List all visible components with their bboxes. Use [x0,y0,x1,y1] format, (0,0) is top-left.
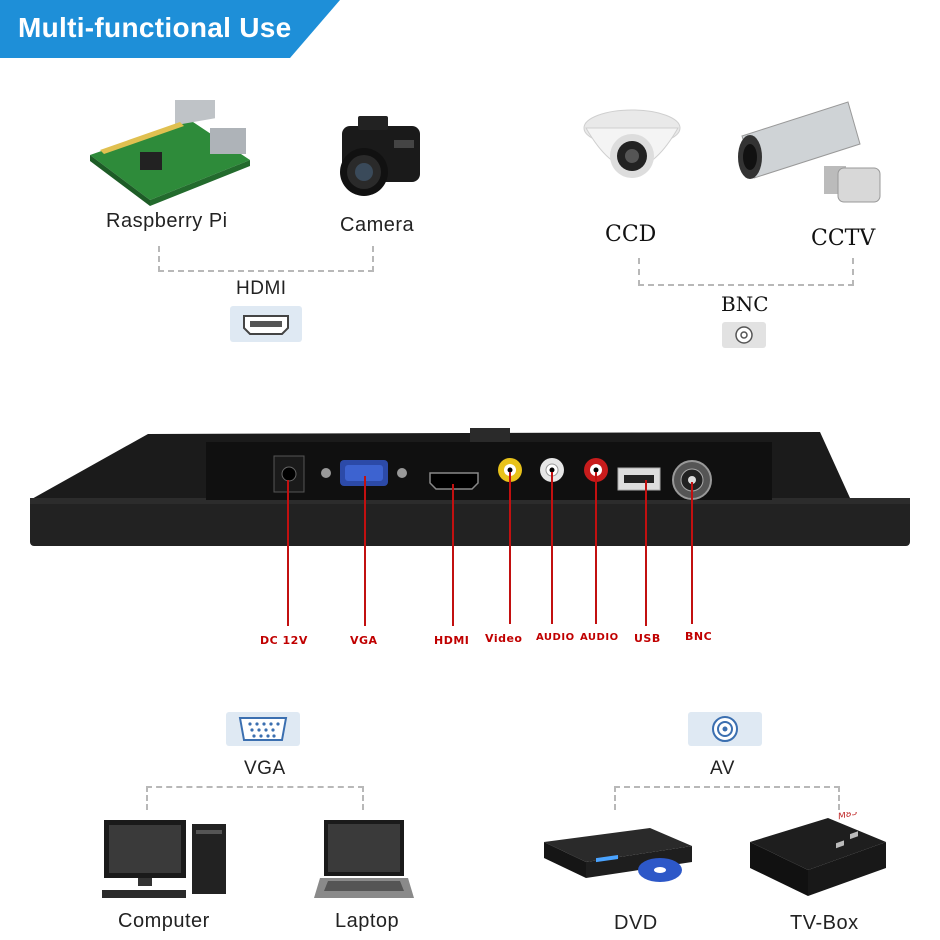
port-label-bnc: BNC [721,292,769,316]
port-caption-usb: USB [634,632,661,645]
av-port-icon [712,716,738,742]
tv-box-icon: M8S [750,812,886,896]
laptop-icon [314,820,414,898]
leader-line-usb [645,480,647,626]
leader-line-hdmi [452,484,454,626]
dome-camera-icon [583,109,681,178]
vga-port-icon [238,717,288,741]
port-caption-video: Video [485,632,523,645]
leader-line-video [509,472,511,624]
banner-title: Multi-functional Use [18,12,292,43]
white-rca-icon [540,458,564,482]
port-caption-audio-1: AUDIO [536,632,575,643]
dvd-player-icon [544,828,692,882]
usb-port-icon [617,467,661,491]
port-caption-vga: VGA [350,634,378,647]
connector-bracket-bnc [638,258,854,286]
yellow-rca-icon [498,458,522,482]
tv-box-logo: M8S [838,812,857,823]
connector-bracket-hdmi [158,246,374,272]
device-label-dvd: DVD [614,912,658,934]
port-label-av: AV [710,758,735,779]
device-label-camera: Camera [340,214,415,236]
vga-port-icon [321,460,407,486]
port-box-bnc [722,322,766,348]
raspberry-pi-board-icon [90,100,250,206]
banner [0,0,340,58]
hdmi-socket-icon [429,472,479,490]
port-box-hdmi [230,306,302,342]
connector-bracket-av [614,786,840,810]
port-label-hdmi: HDMI [236,278,287,299]
port-caption-hdmi: HDMI [434,634,470,647]
camera-icon [340,116,420,196]
leader-line-audio-1 [551,472,553,624]
port-caption-bnc: BNC [685,630,713,643]
device-label-computer: Computer [118,910,210,932]
port-caption-audio-2: AUDIO [580,632,619,643]
bnc-port-icon [735,326,753,344]
leader-line-audio-2 [595,472,597,624]
port-caption-dc: DC 12V [260,634,308,647]
connector-bracket-vga [146,786,364,810]
bullet-camera-icon [738,101,881,203]
red-rca-icon [584,458,608,482]
leader-line-dc [287,480,289,626]
device-label-laptop: Laptop [335,910,400,932]
hdmi-port-icon [243,315,289,335]
port-box-vga [226,712,300,746]
device-label-tv-box: TV-Box [790,912,859,934]
leader-line-vga [364,476,366,626]
device-label-raspberry-pi: Raspberry Pi [106,210,228,232]
leader-line-bnc [691,482,693,624]
dc-jack-icon [273,455,305,493]
desktop-computer-icon [102,820,226,898]
device-label-cctv: CCTV [811,226,876,251]
port-label-vga: VGA [244,758,286,779]
device-label-ccd: CCD [605,222,657,247]
port-box-av [688,712,762,746]
